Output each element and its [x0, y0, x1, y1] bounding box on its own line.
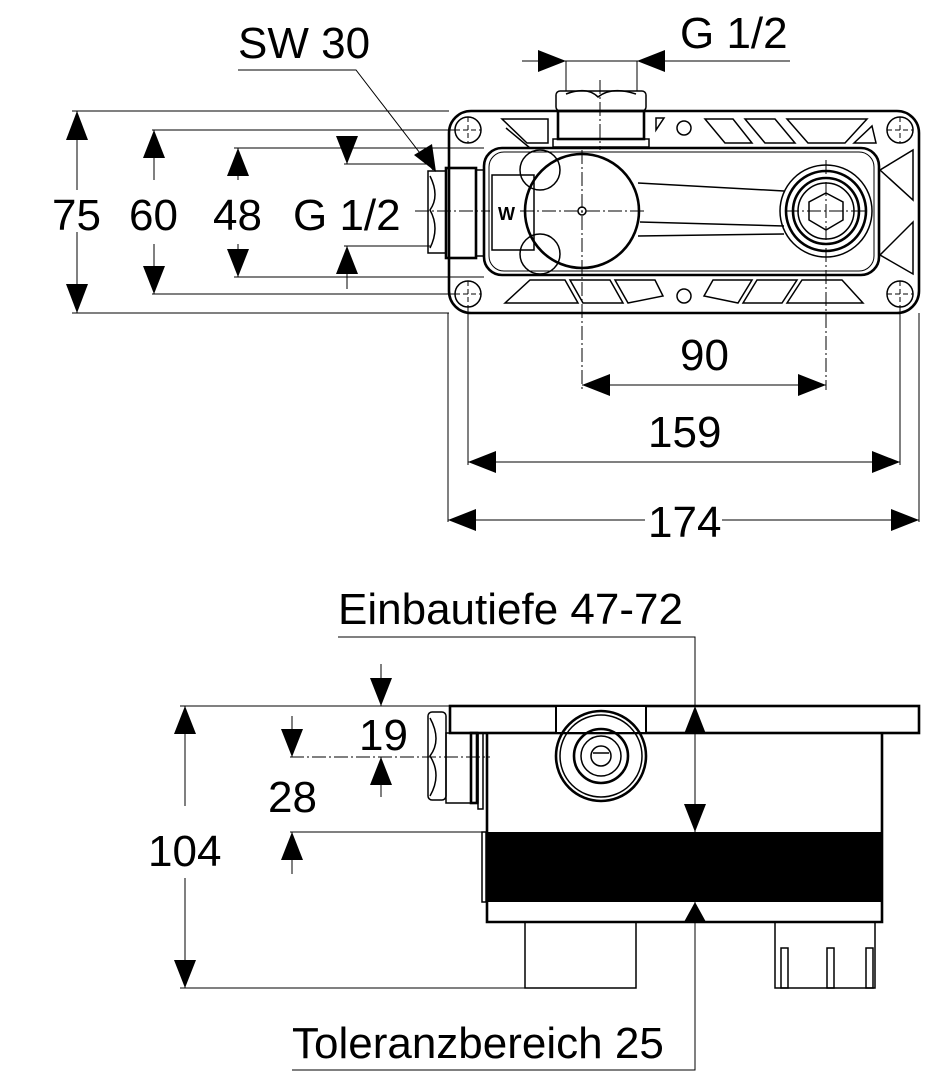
label-installation-depth: Einbautiefe 47-72 [338, 585, 683, 634]
dim-height-holes: 60 [129, 191, 178, 240]
w-marker-block [491, 174, 535, 251]
top-view-dimensions [66, 50, 920, 531]
ribs-top [500, 117, 877, 149]
dim-width-holes: 159 [648, 408, 721, 457]
side-plate [448, 704, 921, 735]
w-marker-label: W [498, 204, 515, 224]
lobe [519, 149, 561, 191]
dim-height-body: 48 [213, 191, 262, 240]
top-view: W [415, 80, 921, 390]
tolerance-band [486, 832, 883, 902]
side-connection-nut [427, 166, 485, 260]
dim-height-overall: 75 [52, 191, 101, 240]
top-connection-nut [552, 89, 650, 148]
small-hole [676, 288, 692, 304]
ribs-bottom [503, 279, 865, 304]
side-view [290, 704, 921, 989]
dim-height-overall-side: 104 [148, 827, 221, 876]
side-view-nut [427, 711, 484, 810]
label-side-thread: G 1/2 [293, 191, 401, 240]
rib-right [878, 148, 914, 202]
lobe [519, 233, 561, 275]
dim-axis-distance: 90 [680, 331, 729, 380]
mounting-holes [454, 116, 914, 308]
bottom-castellation [774, 922, 876, 989]
label-tolerance-range: Toleranzbereich 25 [292, 1019, 664, 1068]
dim-offset-top: 19 [359, 711, 408, 760]
dim-offset-axis: 28 [268, 773, 317, 822]
label-wrench-size: SW 30 [238, 19, 370, 68]
dim-width-overall: 174 [648, 498, 721, 547]
side-view-valve [554, 705, 648, 803]
mounting-plate-outline [447, 109, 921, 315]
label-top-thread: G 1/2 [680, 9, 788, 58]
small-hole [676, 120, 692, 136]
bottom-cylinder [524, 922, 637, 989]
connecting-arm [637, 182, 785, 237]
rib-right [878, 220, 914, 276]
side-view-dimensions [174, 636, 706, 1071]
